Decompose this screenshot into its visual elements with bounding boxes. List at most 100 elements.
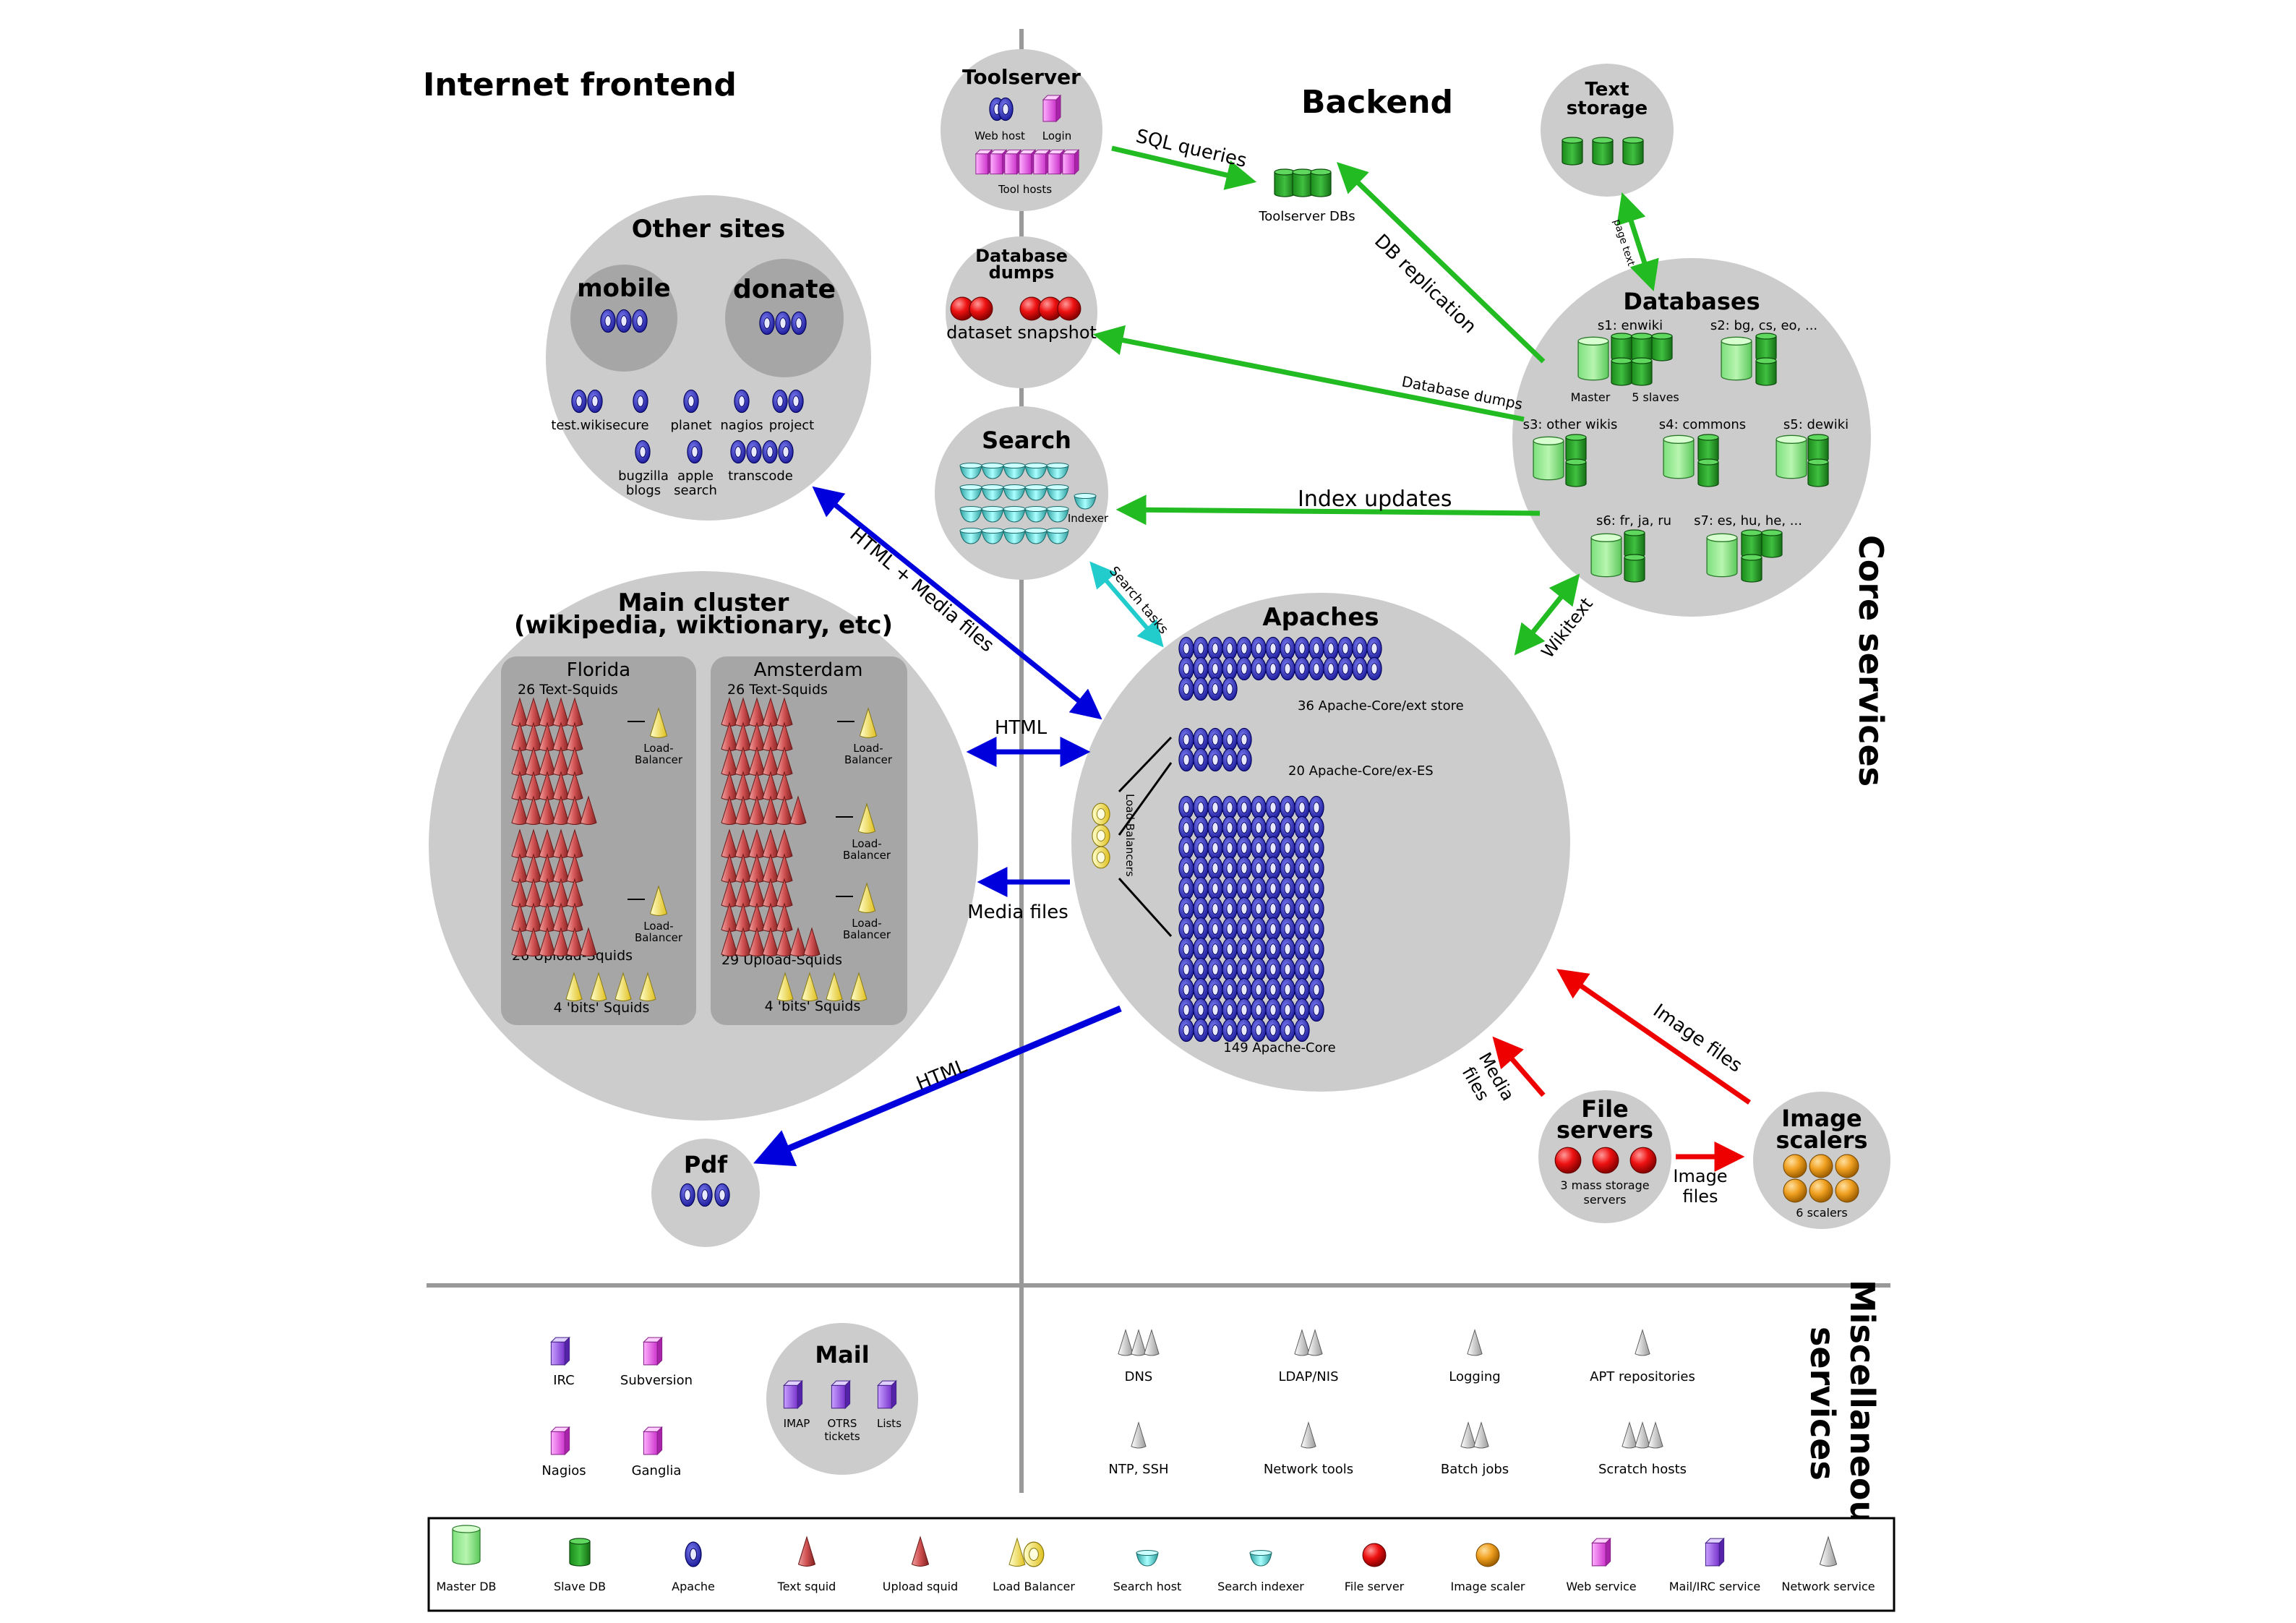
apache-icon <box>1352 636 1368 661</box>
apache-icon <box>1236 998 1252 1022</box>
lb-connector <box>1118 736 1173 793</box>
section-misc-line2: services <box>1803 1327 1842 1481</box>
section-backend: Backend <box>1301 84 1453 121</box>
legend-label: Image scaler <box>1451 1580 1525 1593</box>
web-service-icon <box>1591 1538 1611 1567</box>
apache-icon <box>1294 977 1310 1002</box>
site-test-wikisecure: test.wikisecure <box>551 418 648 433</box>
apache-icon <box>1366 656 1382 681</box>
network-service-icon <box>1622 1422 1637 1449</box>
slave-db-icon <box>1611 333 1632 361</box>
web-service-icon <box>975 149 993 175</box>
apache-icon <box>734 389 750 414</box>
site-planet: planet <box>671 418 712 433</box>
apache-icon <box>1222 896 1238 921</box>
apache-icon <box>1193 977 1209 1002</box>
apache-icon <box>746 440 762 464</box>
apache-icon <box>1178 856 1194 881</box>
mobile-title: mobile <box>577 274 671 303</box>
apache-icon <box>1251 815 1267 840</box>
apache-icon <box>1178 836 1194 860</box>
lb-connector <box>1118 877 1173 938</box>
master-db-icon <box>1533 436 1564 481</box>
apache-icon <box>1308 957 1324 982</box>
apache-icon <box>1193 836 1209 860</box>
slave-db-icon <box>1631 357 1653 386</box>
web-service-icon <box>990 149 1007 175</box>
legend-label: Search host <box>1113 1580 1182 1593</box>
apache-icon <box>1280 876 1295 901</box>
label-index-updates: Index updates <box>1298 487 1452 512</box>
apache-icon <box>1294 957 1310 982</box>
text-storage-title-1: Text <box>1585 79 1629 100</box>
apache-icon <box>1280 656 1295 681</box>
apache-icon <box>1178 998 1194 1022</box>
apache-icon <box>1236 815 1252 840</box>
pdf-title: Pdf <box>684 1151 728 1178</box>
label-html: HTML <box>995 717 1048 739</box>
load-balancer-label: Load- <box>853 742 883 755</box>
apache-icon <box>1352 656 1368 681</box>
slave-db-icon <box>1755 333 1777 361</box>
apache-icon <box>1193 998 1209 1022</box>
apache-icon <box>1178 795 1194 820</box>
subversion-icon <box>643 1337 663 1366</box>
apache-icon <box>571 389 587 414</box>
toolserver-dbs-label: Toolserver DBs <box>1258 209 1355 224</box>
lists-icon <box>877 1380 897 1409</box>
web-service-icon <box>1048 149 1065 175</box>
apt-label: APT repositories <box>1590 1369 1695 1384</box>
network-service-icon <box>1467 1329 1483 1356</box>
master-db-icon <box>1577 336 1609 381</box>
label-image-files-fs-2: files <box>1682 1186 1718 1207</box>
apache-group3-label: 149 Apache-Core <box>1223 1040 1335 1055</box>
apache-icon <box>1222 917 1238 941</box>
apache-icon <box>1193 677 1209 701</box>
databases-cluster: Databases s1: enwiki s2: bg, cs, eo, ...… <box>1512 258 1871 617</box>
apache-icon <box>1265 876 1281 901</box>
ganglia-label: Ganglia <box>632 1463 682 1478</box>
apache-icon <box>788 389 804 414</box>
apache-icon <box>1222 1018 1238 1042</box>
network-service-icon <box>1307 1329 1323 1356</box>
other-sites-title: Other sites <box>632 215 785 244</box>
apache-icon <box>1280 856 1295 881</box>
network-service-icon <box>1118 1329 1134 1356</box>
irc-icon <box>550 1337 570 1366</box>
apache-icon <box>1265 957 1281 982</box>
main-cluster-load-balancers: Load-BalancerLoad-BalancerLoad-BalancerL… <box>627 708 893 944</box>
db-s5-label: s5: dewiki <box>1783 417 1849 432</box>
apache-icon <box>1308 937 1324 962</box>
arrow-html-media <box>812 486 1102 720</box>
slave-db-icon <box>1755 357 1777 386</box>
arrow-media-files-fs <box>1492 1036 1546 1097</box>
apache-icon <box>1308 876 1324 901</box>
apache-icon <box>1178 896 1194 921</box>
load-balancer-label: Load- <box>643 920 673 933</box>
database-dumps-title-2: dumps <box>989 262 1055 283</box>
apache-icon <box>1337 636 1353 661</box>
apache-icon <box>1193 636 1209 661</box>
db-slaves-label: 5 slaves <box>1632 390 1679 404</box>
apache-icon <box>778 440 794 464</box>
slave-db-icon <box>1622 137 1644 166</box>
arrow-database-dumps <box>1092 325 1525 422</box>
apache-icon <box>1207 727 1223 752</box>
apache-icon <box>1193 957 1209 982</box>
apache-icon <box>587 389 603 414</box>
network-service-icon <box>1301 1422 1316 1449</box>
apache-icon <box>1308 977 1324 1002</box>
site-nagios: nagios <box>720 418 763 433</box>
legend-label: Search indexer <box>1217 1580 1304 1593</box>
slave-db-icon <box>1807 434 1829 463</box>
florida-text-squids: 26 Text-Squids <box>518 682 618 698</box>
apache-icon <box>1251 876 1267 901</box>
apache-icon <box>1236 656 1252 681</box>
image-scaler-icon <box>1809 1178 1833 1203</box>
arrow-index-updates <box>1115 494 1541 526</box>
slave-db-icon <box>1310 168 1332 197</box>
network-service-icon <box>1144 1329 1160 1356</box>
apache-icon <box>1222 977 1238 1002</box>
web-host-icon <box>998 97 1014 121</box>
